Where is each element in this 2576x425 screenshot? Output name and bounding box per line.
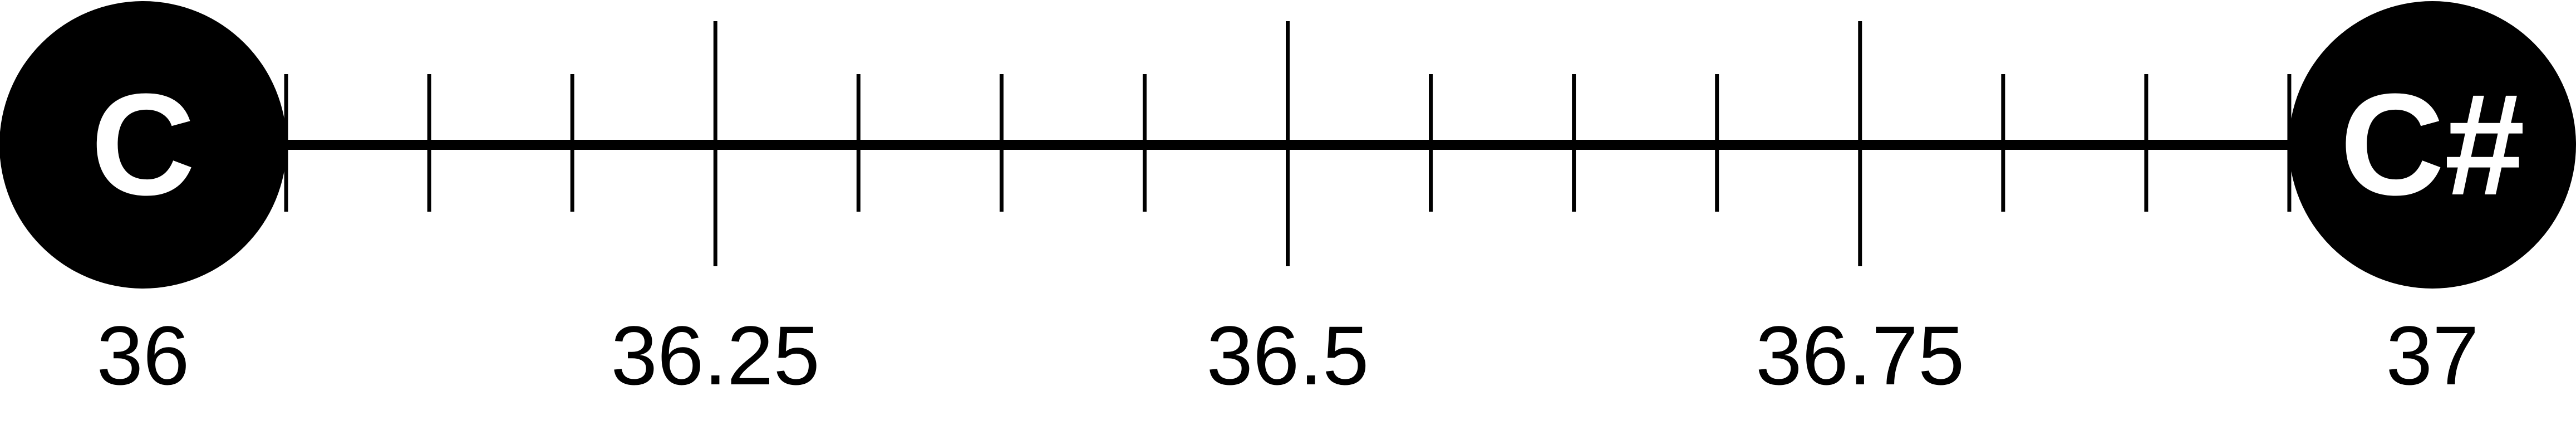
tick-label: 36.5	[1207, 309, 1369, 402]
tick-label: 36.25	[611, 309, 820, 402]
tick-labels-group: 36 36.25 36.5 36.75 37	[97, 309, 2479, 402]
end-node: C#	[2289, 1, 2576, 289]
ticks-group	[284, 21, 2292, 266]
end-node-circle	[2289, 1, 2576, 289]
start-node: C	[0, 1, 287, 289]
tick-label: 36.75	[1756, 309, 1964, 402]
tick-label: 37	[2386, 309, 2479, 402]
start-node-label: C	[91, 64, 195, 226]
tick-label: 36	[97, 309, 190, 402]
end-node-label: C#	[2340, 64, 2525, 226]
start-node-circle	[0, 1, 287, 289]
